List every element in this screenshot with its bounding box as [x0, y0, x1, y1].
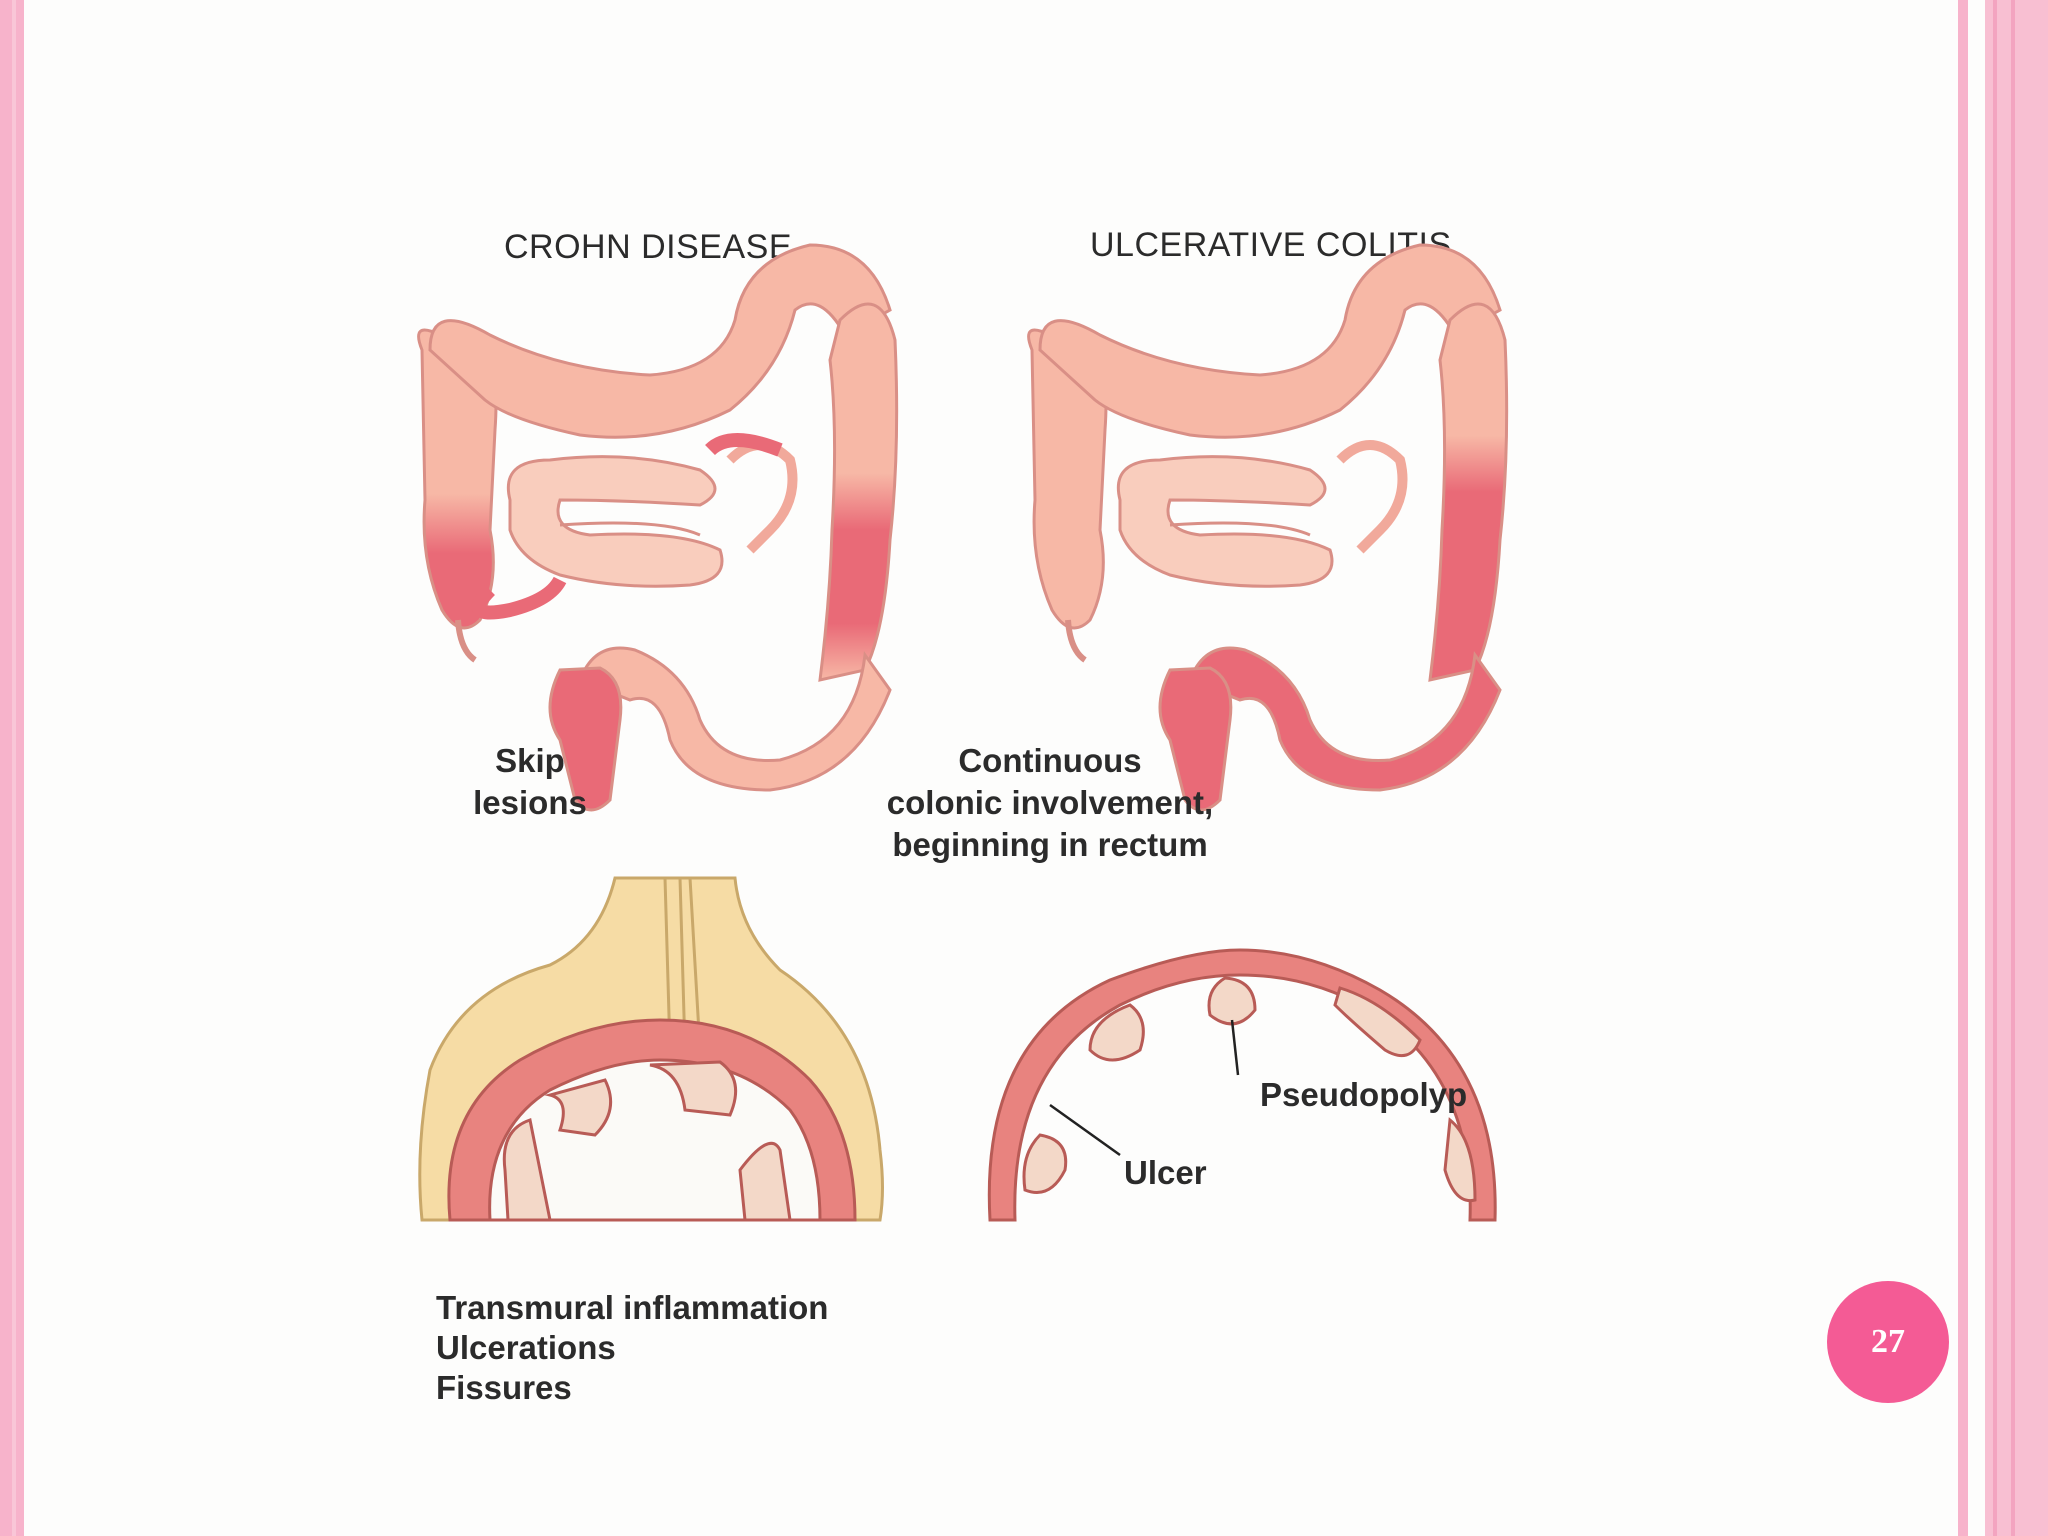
crohn-small-intestine: [507, 433, 798, 588]
colon-diagrams: [417, 243, 1509, 812]
crohn-cross-section: [418, 876, 884, 1222]
uc-pseudopolyp-4: [1022, 1133, 1068, 1194]
continuous-involvement-label: Continuous colonic involvement, beginnin…: [886, 742, 1214, 863]
crohn-vs-uc-figure: CROHN DISEASE ULCERATIVE COLITIS: [400, 200, 1540, 1430]
uc-small-intestine: [1117, 440, 1408, 588]
crohn-mucosa-left: [502, 1118, 552, 1222]
crohn-fissure-left: [544, 1078, 613, 1137]
crohn-sigmoid: [578, 646, 892, 792]
uc-pseudopolyp-1: [1088, 1003, 1145, 1062]
uc-rectum: [1158, 666, 1233, 812]
uc-colon: [1027, 243, 1509, 812]
crohn-transverse-colon: [428, 243, 892, 439]
crohn-title: CROHN DISEASE: [504, 228, 792, 266]
ulcer-label: Ulcer: [1124, 1154, 1207, 1191]
uc-pseudopolyp-5: [1443, 1117, 1477, 1203]
slide-border-right-outer: [1985, 0, 2048, 1536]
page-number-badge: 27: [1827, 1281, 1949, 1403]
crohn-colon: [417, 243, 899, 812]
crohn-fissure-right: [649, 1060, 738, 1117]
uc-cross-section: [987, 948, 1497, 1222]
slide-border-right-inner: [1958, 0, 1968, 1536]
uc-transverse-colon: [1038, 243, 1502, 439]
ulcer-leader-line: [1049, 1103, 1121, 1157]
uc-bowel-wall: [987, 948, 1497, 1222]
crohn-features-label: Transmural inflammation Ulcerations Fiss…: [436, 1289, 829, 1406]
cross-section-diagrams: [418, 876, 1497, 1222]
crohn-mucosa-right: [738, 1141, 792, 1222]
uc-appendix: [1065, 619, 1087, 663]
uc-sigmoid: [1188, 646, 1502, 792]
crohn-rectum: [548, 666, 623, 812]
pseudopolyp-label: Pseudopolyp: [1260, 1076, 1468, 1113]
skip-lesions-label: Skip lesions: [473, 742, 587, 821]
slide-border-left: [0, 0, 24, 1536]
uc-pseudopolyp-3: [1333, 986, 1422, 1058]
crohn-descending-colon: [818, 302, 899, 682]
uc-pseudopolyp-2: [1207, 976, 1257, 1026]
crohn-appendix: [455, 619, 477, 663]
crohn-terminal-ileum: [471, 576, 567, 620]
uc-descending-colon: [1428, 302, 1509, 682]
pseudopolyp-leader-line: [1230, 1019, 1240, 1076]
